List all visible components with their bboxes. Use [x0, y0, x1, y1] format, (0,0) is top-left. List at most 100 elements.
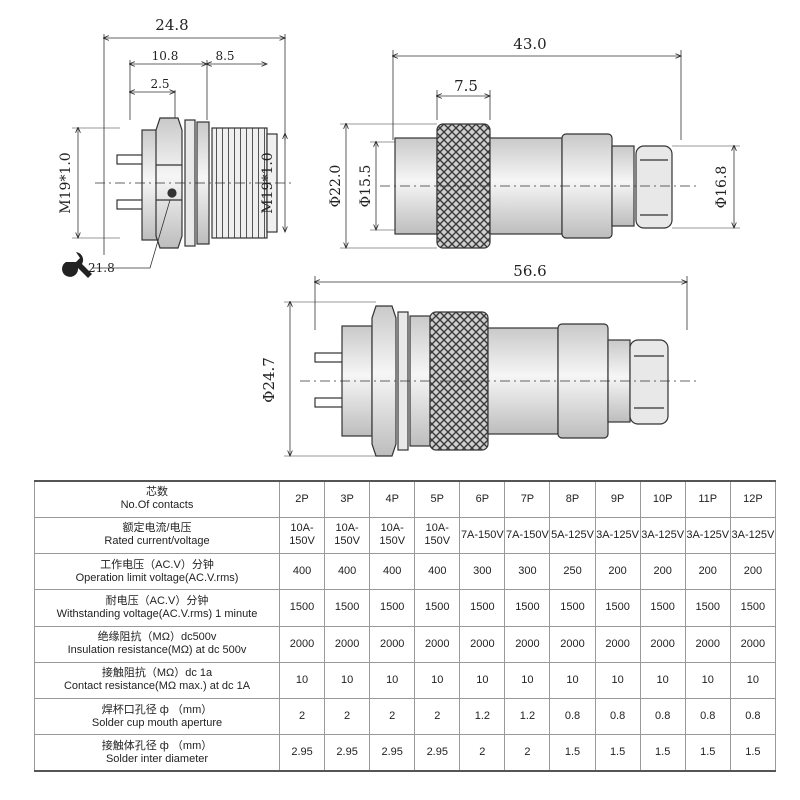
spec-value-cell: 0.8 [549, 697, 596, 736]
spec-value-cell: 1500 [594, 589, 641, 627]
spec-value-cell: 10 [639, 661, 686, 700]
spec-label-zh: 接触阻抗（MΩ）dc 1a [101, 667, 213, 680]
spec-value-cell: 1500 [369, 589, 416, 627]
spec-value-cell: 1500 [278, 589, 326, 627]
spec-value-cell: 1500 [459, 589, 506, 627]
spec-value-cell: 2 [278, 697, 326, 736]
dim-assembly-diameter: Φ24.7 [260, 357, 278, 403]
spec-value-cell: 1500 [729, 589, 777, 627]
spec-value-cell: 2.95 [278, 734, 326, 772]
connector-drawing: 24.8 10.8 8.5 2.5 M19*1.0 M19*1.0 21.8 [58, 16, 740, 470]
dim-knurl-length: 7.5 [454, 77, 478, 95]
spec-label-zh: 接触体孔径 ф （mm） [101, 739, 213, 752]
spec-label-en: Solder inter diameter [105, 752, 209, 765]
column-header: 2P [278, 480, 326, 518]
spec-value-cell: 1.5 [684, 734, 731, 772]
spec-value-cell: 5A-125V [549, 516, 596, 555]
spec-label-en: Solder cup mouth aperture [91, 716, 223, 729]
spec-value-cell: 2000 [504, 625, 551, 663]
spec-value-cell: 10 [369, 661, 416, 700]
spec-value-cell: 3A-125V [594, 516, 641, 555]
spec-value-cell: 3A-125V [684, 516, 731, 555]
contacts-label-zh: 芯数 [146, 486, 168, 499]
spec-value-cell: 2000 [459, 625, 506, 663]
spec-value-cell: 200 [594, 552, 641, 591]
dim-inner-diameter: Φ15.5 [358, 165, 374, 208]
spec-value-cell: 2000 [639, 625, 686, 663]
column-header: 4P [369, 480, 416, 518]
column-header: 9P [594, 480, 641, 518]
spec-value-cell: 0.8 [639, 697, 686, 736]
spec-value-cell: 10 [729, 661, 777, 700]
spec-value-cell: 2 [459, 734, 506, 772]
spec-value-cell: 1500 [504, 589, 551, 627]
spec-label-zh: 焊杯口孔径 ф （mm） [101, 703, 213, 716]
dim-overall-length-side: 24.8 [155, 16, 188, 34]
spec-value-cell: 10 [459, 661, 506, 700]
spec-value-cell: 7A-150V [459, 516, 506, 555]
spec-value-cell: 2000 [414, 625, 461, 663]
column-header: 7P [504, 480, 551, 518]
dim-overall-length-plug: 43.0 [513, 35, 546, 53]
spec-value-cell: 10 [324, 661, 371, 700]
side-view-drawing [72, 34, 292, 269]
spec-value-cell: 250 [549, 552, 596, 591]
spec-value-cell: 7A-150V [504, 516, 551, 555]
column-header: 12P [729, 480, 777, 518]
spec-value-cell: 2 [324, 697, 371, 736]
spec-label-en: Contact resistance(MΩ max.) at dc 1A [63, 680, 251, 693]
spec-value-cell: 0.8 [594, 697, 641, 736]
spec-value-cell: 400 [414, 552, 461, 591]
spec-value-cell: 1.2 [504, 697, 551, 736]
spec-label-zh: 耐电压（AC.V）分钟 [105, 594, 209, 607]
column-header: 3P [324, 480, 371, 518]
spec-value-cell: 1500 [549, 589, 596, 627]
spec-row-label: 焊杯口孔径 ф （mm）Solder cup mouth aperture [34, 697, 280, 736]
spec-value-cell: 10A-150V [369, 516, 416, 555]
dim-left-thread: M19*1.0 [58, 152, 74, 213]
spec-value-cell: 200 [729, 552, 777, 591]
spec-value-cell: 1.5 [639, 734, 686, 772]
spec-value-cell: 1.5 [729, 734, 777, 772]
contacts-label-en: No.Of contacts [120, 499, 194, 512]
spec-value-cell: 400 [324, 552, 371, 591]
spec-value-cell: 1500 [684, 589, 731, 627]
spec-value-cell: 3A-125V [639, 516, 686, 555]
spec-value-cell: 1.5 [549, 734, 596, 772]
spec-value-cell: 2000 [278, 625, 326, 663]
spec-value-cell: 3A-125V [729, 516, 777, 555]
spec-value-cell: 2 [504, 734, 551, 772]
spec-value-cell: 1500 [639, 589, 686, 627]
dim-right-thread: M19*1.0 [260, 152, 276, 213]
spec-value-cell: 2.95 [324, 734, 371, 772]
spec-value-cell: 400 [278, 552, 326, 591]
column-header: 11P [684, 480, 731, 518]
column-header: 8P [549, 480, 596, 518]
dim-overall-length-assembly: 56.6 [513, 262, 546, 280]
spec-value-cell: 1500 [414, 589, 461, 627]
spec-value-cell: 2.95 [414, 734, 461, 772]
spec-value-cell: 10 [414, 661, 461, 700]
spec-value-cell: 10A-150V [414, 516, 461, 555]
spec-row-label: 接触体孔径 ф （mm）Solder inter diameter [34, 734, 280, 772]
dim-outer-diameter: Φ22.0 [328, 165, 344, 208]
spec-value-cell: 300 [504, 552, 551, 591]
spec-value-cell: 2000 [324, 625, 371, 663]
spec-value-cell: 2.95 [369, 734, 416, 772]
spec-value-cell: 1.5 [594, 734, 641, 772]
spec-value-cell: 300 [459, 552, 506, 591]
spec-value-cell: 2000 [369, 625, 416, 663]
spec-value-cell: 2000 [594, 625, 641, 663]
